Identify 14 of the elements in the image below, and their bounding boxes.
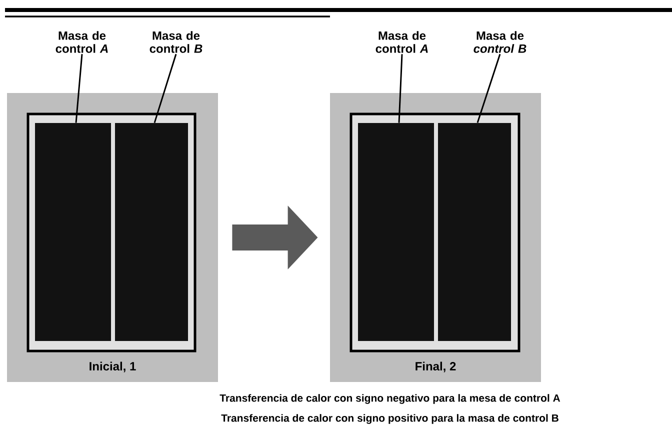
callout-label: Masa de control A: [376, 31, 428, 53]
container-box: [438, 123, 511, 341]
leader-line: [154, 54, 177, 124]
container-box: [115, 123, 188, 341]
leader-line: [75, 54, 83, 123]
leader-line: [398, 54, 403, 123]
callout-label: Masa de control A: [56, 31, 108, 53]
container-box: [35, 123, 111, 341]
callout-label: Masa de control B: [474, 31, 526, 53]
leader-line: [476, 54, 501, 124]
caption-line: Transferencia de calor con signo negativo para la mesa de control A: [220, 394, 560, 404]
callout-label: Masa de control B: [150, 31, 202, 53]
caption-line: Transferencia de calor con signo positivo para la masa de control B: [221, 414, 558, 424]
container-box: [358, 123, 434, 341]
